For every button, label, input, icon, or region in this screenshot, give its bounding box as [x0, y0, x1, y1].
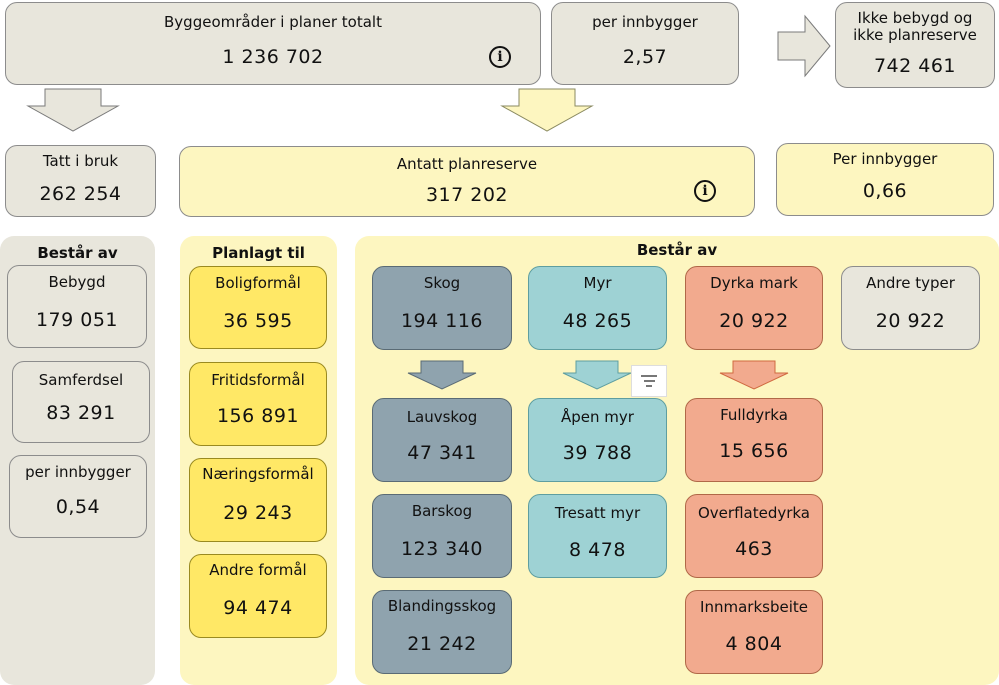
surface-cultivated-label: Overflatedyrka — [697, 504, 810, 522]
business-value: 29 243 — [223, 502, 293, 524]
surface-cultivated-value: 463 — [735, 538, 773, 560]
taken-in-use-value: 262 254 — [39, 183, 122, 205]
mixed-forest-card: Blandingsskog 21 242 — [372, 590, 512, 674]
taken-in-use-label: Tatt i bruk — [42, 152, 119, 170]
down-arrow-icon — [26, 88, 120, 132]
open-bog-card: Åpen myr 39 788 — [528, 398, 667, 482]
not-built-card: Ikke bebygd og ikke planreserve 742 461 — [835, 2, 995, 88]
coniferous-forest-value: 123 340 — [400, 538, 484, 560]
plan-reserve-value: 317 202 — [425, 184, 509, 206]
fully-cultivated-value: 15 656 — [719, 440, 789, 462]
reserve-per-capita-value: 0,66 — [862, 180, 908, 202]
pasture-label: Innmarksbeite — [700, 598, 808, 616]
fully-cultivated-label: Fulldyrka — [720, 406, 788, 424]
other-types-label: Andre typer — [866, 274, 955, 292]
total-planned-area-value: 1 236 702 — [222, 46, 324, 68]
filter-icon[interactable] — [631, 365, 667, 397]
housing-label: Boligformål — [215, 274, 301, 292]
per-capita-total-value: 2,57 — [622, 46, 668, 68]
not-built-label-line2: ikke planreserve — [853, 26, 977, 44]
taken-per-capita-label: per innbygger — [25, 463, 131, 481]
pasture-card: Innmarksbeite 4 804 — [685, 590, 823, 674]
other-types-value: 20 922 — [875, 310, 946, 332]
business-card: Næringsformål 29 243 — [189, 458, 327, 542]
farmland-value: 20 922 — [719, 310, 789, 332]
taken-in-use-card: Tatt i bruk 262 254 — [5, 145, 156, 217]
taken-per-capita-value: 0,54 — [55, 496, 101, 518]
mixed-forest-value: 21 242 — [407, 633, 477, 655]
down-arrow-icon — [407, 360, 477, 390]
other-purposes-value: 94 474 — [223, 597, 293, 619]
pasture-value: 4 804 — [725, 633, 783, 655]
built-value: 179 051 — [35, 309, 119, 331]
leisure-label: Fritidsformål — [211, 371, 305, 389]
business-label: Næringsformål — [202, 465, 314, 483]
built-label: Bebygd — [48, 273, 106, 291]
per-capita-total-card: per innbygger 2,57 — [551, 2, 739, 85]
panel-title: Planlagt til — [212, 244, 305, 262]
right-arrow-icon — [777, 14, 831, 78]
coniferous-forest-card: Barskog 123 340 — [372, 494, 512, 578]
panel-title: Består av — [636, 241, 718, 259]
fully-cultivated-card: Fulldyrka 15 656 — [685, 398, 823, 482]
deciduous-forest-card: Lauvskog 47 341 — [372, 398, 512, 482]
reserve-per-capita-card: Per innbygger 0,66 — [776, 143, 994, 216]
farmland-label: Dyrka mark — [710, 274, 798, 292]
wooded-bog-card: Tresatt myr 8 478 — [528, 494, 667, 578]
forest-label: Skog — [423, 274, 461, 292]
info-icon[interactable]: i — [694, 180, 716, 202]
surface-cultivated-card: Overflatedyrka 463 — [685, 494, 823, 578]
plan-reserve-card: Antatt planreserve 317 202 i — [179, 146, 755, 217]
other-purposes-label: Andre formål — [209, 561, 307, 579]
plan-reserve-label: Antatt planreserve — [396, 155, 538, 173]
transport-label: Samferdsel — [38, 371, 124, 389]
leisure-value: 156 891 — [216, 405, 300, 427]
forest-value: 194 116 — [400, 310, 484, 332]
bog-label: Myr — [583, 274, 612, 292]
reserve-per-capita-label: Per innbygger — [832, 150, 938, 168]
not-built-label-line1: Ikke bebygd og — [857, 9, 973, 27]
info-icon[interactable]: i — [489, 46, 511, 68]
bog-value: 48 265 — [562, 310, 633, 332]
deciduous-forest-value: 47 341 — [407, 442, 477, 464]
other-types-card: Andre typer 20 922 — [841, 266, 980, 350]
total-planned-area-label: Byggeområder i planer totalt — [164, 13, 382, 31]
total-planned-area-card: Byggeområder i planer totalt 1 236 702 i — [5, 2, 541, 85]
down-arrow-icon — [562, 360, 632, 390]
open-bog-label: Åpen myr — [561, 408, 634, 426]
taken-per-capita-card: per innbygger 0,54 — [9, 455, 147, 538]
housing-card: Boligformål 36 595 — [189, 266, 327, 349]
forest-card: Skog 194 116 — [372, 266, 512, 350]
built-card: Bebygd 179 051 — [7, 265, 147, 348]
transport-value: 83 291 — [46, 402, 116, 424]
panel-title: Består av — [37, 244, 118, 262]
down-arrow-icon — [500, 88, 594, 132]
wooded-bog-value: 8 478 — [569, 539, 626, 561]
not-built-value: 742 461 — [873, 55, 957, 77]
mixed-forest-label: Blandingsskog — [387, 597, 497, 615]
down-arrow-icon — [719, 360, 789, 390]
per-capita-total-label: per innbygger — [592, 13, 698, 31]
coniferous-forest-label: Barskog — [411, 502, 473, 520]
leisure-card: Fritidsformål 156 891 — [189, 362, 327, 446]
wooded-bog-label: Tresatt myr — [554, 504, 641, 522]
open-bog-value: 39 788 — [562, 442, 633, 464]
deciduous-forest-label: Lauvskog — [406, 408, 478, 426]
transport-card: Samferdsel 83 291 — [12, 361, 150, 443]
other-purposes-card: Andre formål 94 474 — [189, 554, 327, 638]
housing-value: 36 595 — [223, 310, 293, 332]
farmland-card: Dyrka mark 20 922 — [685, 266, 823, 350]
bog-card: Myr 48 265 — [528, 266, 667, 350]
